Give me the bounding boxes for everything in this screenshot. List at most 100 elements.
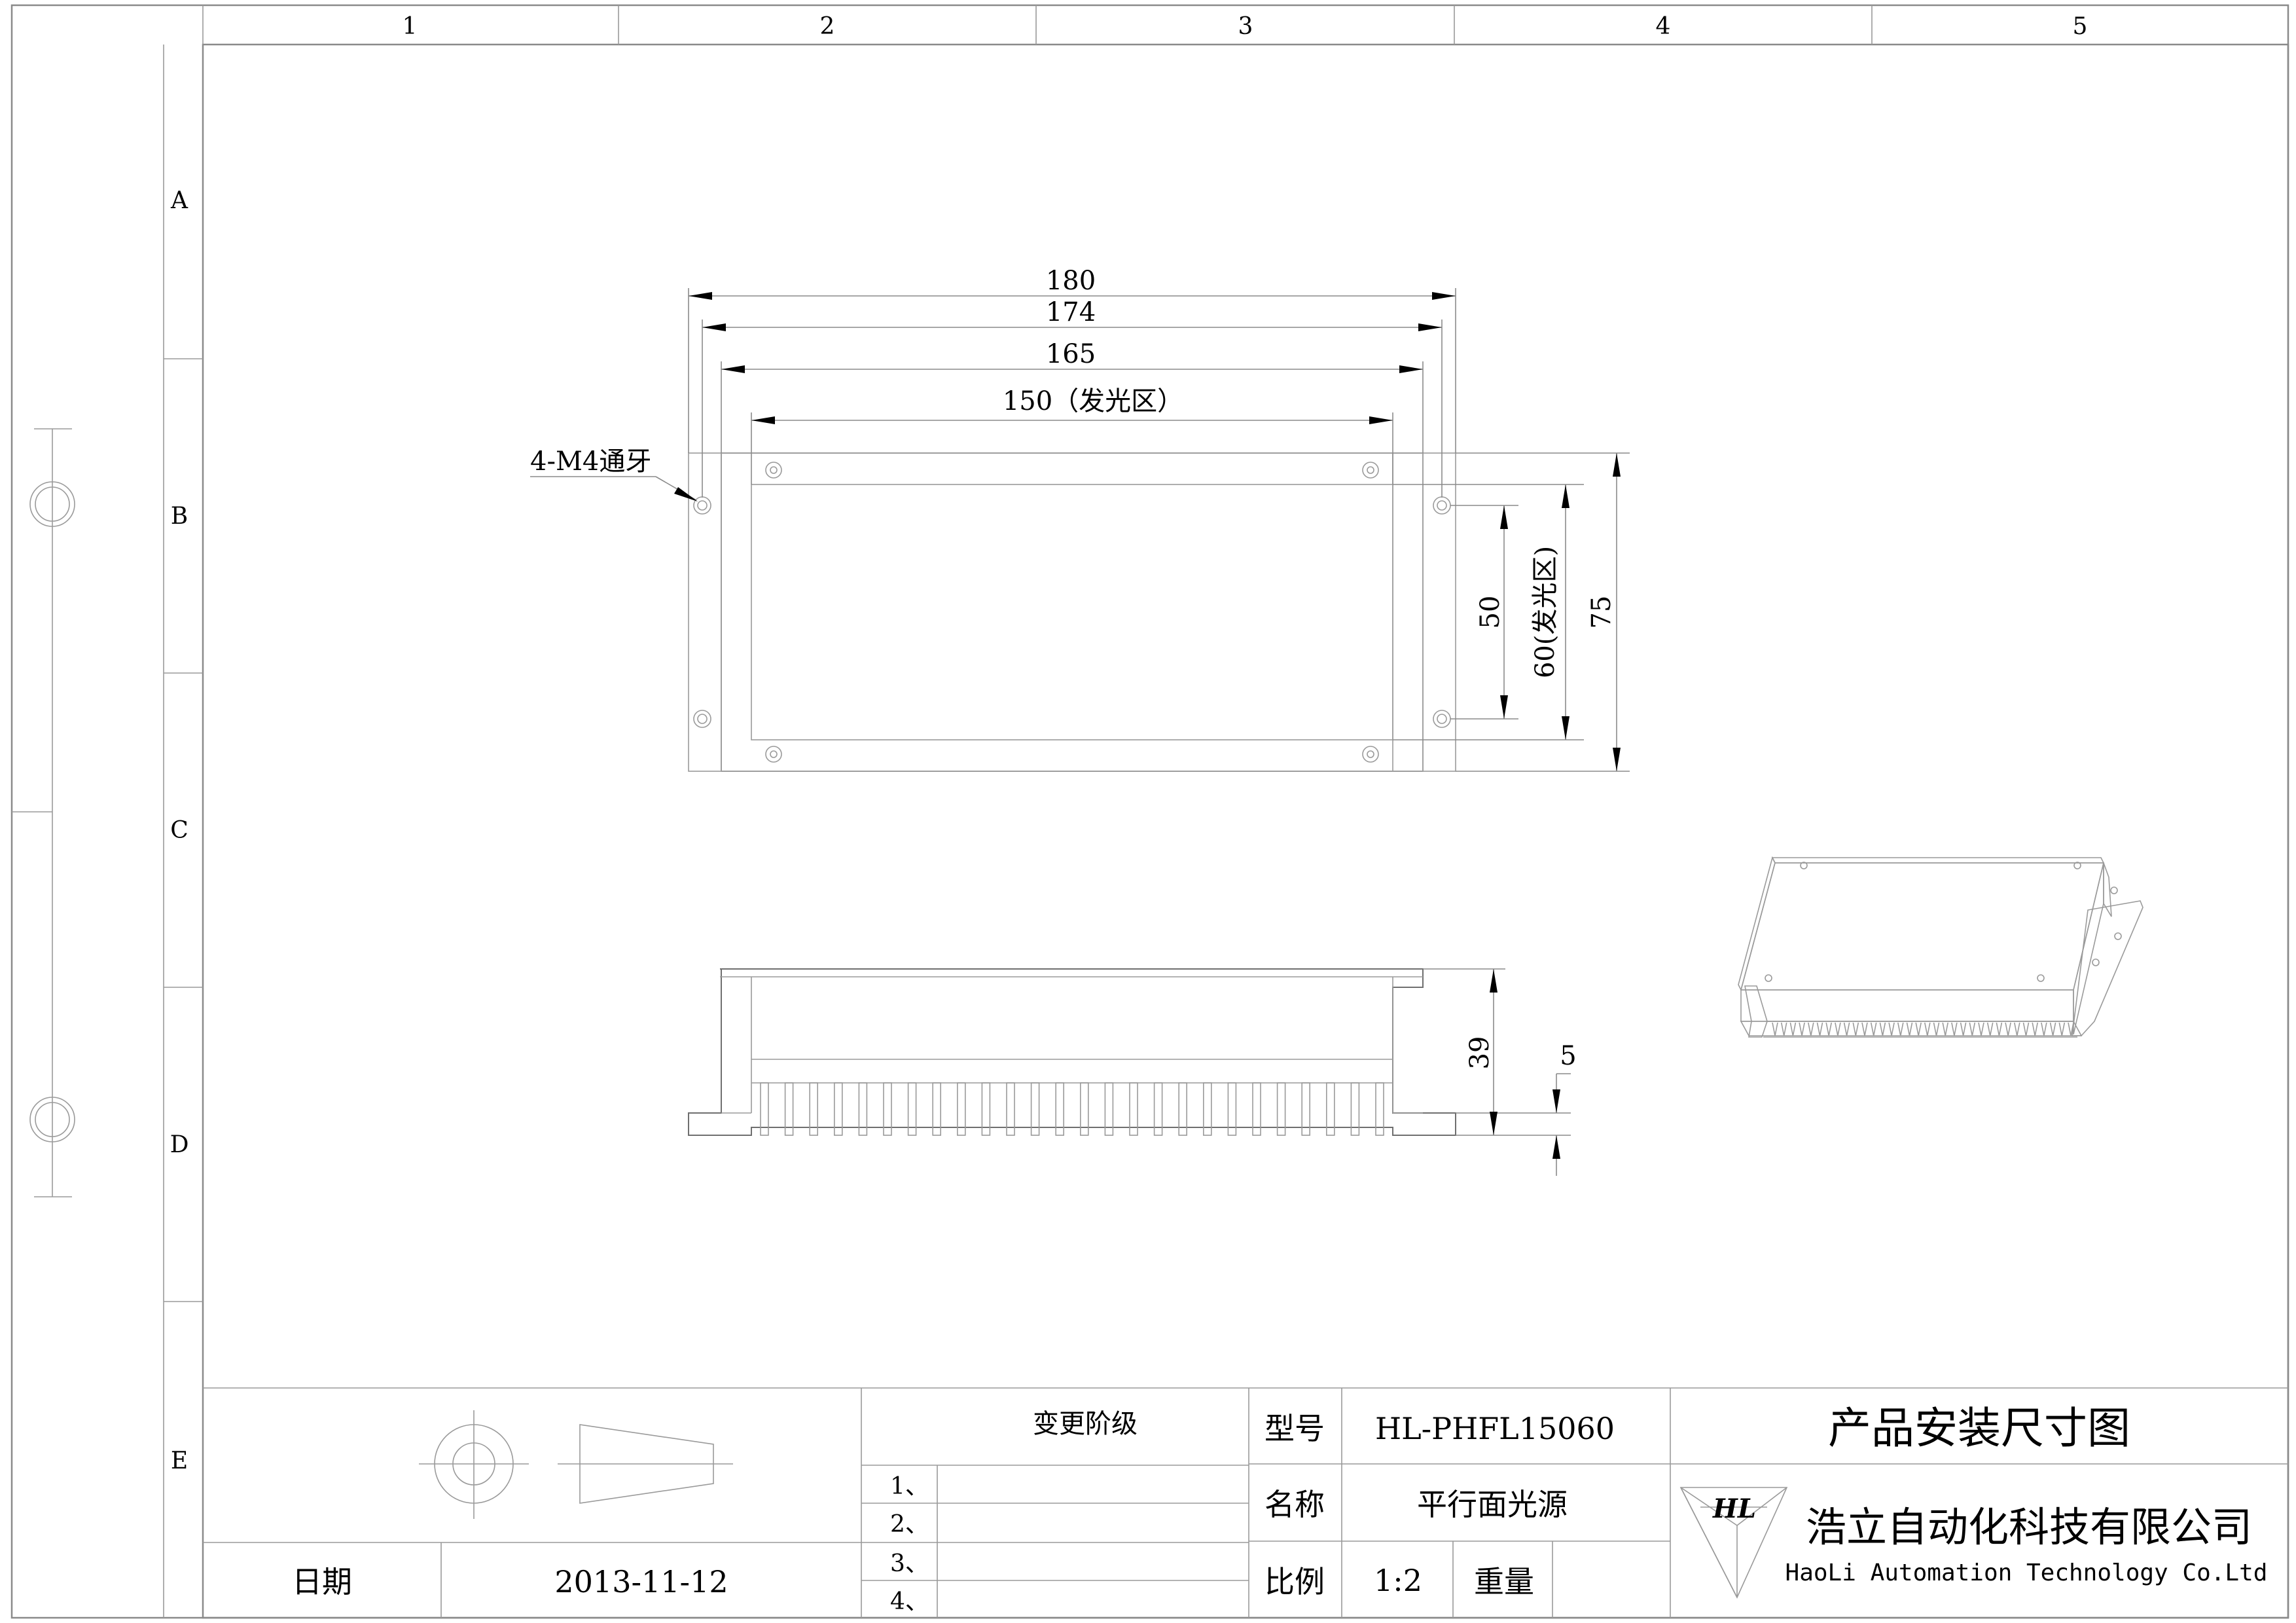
iso-heat-sink-fin — [1924, 1022, 1931, 1036]
iso-heat-sink-fin — [1843, 1022, 1850, 1036]
dimension-60: 60(发光区) — [1530, 484, 1570, 740]
iso-heat-sink-fin — [1789, 1022, 1797, 1036]
iso-heat-sink-fin — [1852, 1022, 1859, 1036]
dimension-50: 50 — [1475, 505, 1508, 719]
heat-sink-fin — [1178, 1082, 1187, 1136]
company-name-cn: 浩立自动化科技有限公司 — [1806, 1503, 2252, 1551]
date-value: 2013-11-12 — [554, 1564, 728, 1599]
heat-sink-fin — [1375, 1082, 1384, 1136]
binding-hole-top — [29, 481, 75, 527]
screw — [765, 462, 782, 479]
dimension-39-label: 39 — [1465, 1036, 1495, 1070]
heat-sink-fin — [1055, 1082, 1064, 1136]
iso-heat-sink-fin — [2068, 1022, 2074, 1036]
dimension-50-label: 50 — [1475, 596, 1505, 629]
change-row-4: 4、 — [890, 1588, 929, 1615]
heat-sink-fin — [1104, 1082, 1114, 1136]
iso-heat-sink-fin — [2022, 1022, 2030, 1036]
dimension-60-label: 60(发光区) — [1530, 546, 1560, 678]
weight-label: 重量 — [1474, 1564, 1534, 1599]
iso-heat-sink-fins — [1772, 1022, 2074, 1036]
screw — [765, 746, 782, 763]
heat-sink-fin — [1153, 1082, 1163, 1136]
scale-value: 1:2 — [1374, 1563, 1422, 1598]
dimension-174: 174 — [702, 297, 1442, 331]
heat-sink-fin — [1006, 1082, 1015, 1136]
title-block: 变更阶级 1、 2、 3、 4、 日期 2013-11-12 型号 HL-PHF… — [203, 1387, 2288, 1618]
iso-heat-sink-fin — [1808, 1022, 1814, 1036]
heat-sink-fin — [1252, 1082, 1261, 1136]
iso-heat-sink-fin — [1969, 1022, 1976, 1036]
binding-hole-bottom — [29, 1097, 75, 1142]
zone-col-4: 4 — [1656, 13, 1671, 40]
heat-sink-fin — [1203, 1082, 1212, 1136]
zone-col-1: 1 — [403, 13, 418, 40]
drawing-frame — [10, 4, 2289, 1619]
dimension-5-label: 5 — [1560, 1041, 1576, 1071]
iso-heat-sink-fin — [1799, 1022, 1805, 1036]
mounting-plate-outline — [688, 452, 1456, 772]
dimension-150: 150（发光区） — [751, 386, 1393, 424]
iso-heat-sink-fin — [1906, 1022, 1913, 1036]
heat-sink-fin — [809, 1082, 818, 1136]
iso-heat-sink-fin — [1933, 1022, 1940, 1036]
iso-heat-sink-fin — [1879, 1022, 1886, 1036]
iso-heat-sink-fin — [1772, 1022, 1778, 1036]
screw — [1362, 462, 1379, 479]
iso-heat-sink-fin — [1861, 1022, 1868, 1036]
iso-heat-sink-fin — [2032, 1022, 2038, 1036]
scale-label: 比例 — [1265, 1564, 1325, 1599]
change-row-3: 3、 — [890, 1550, 929, 1577]
change-level-label: 变更阶级 — [1033, 1409, 1138, 1439]
thread-callout: 4-M4通牙 — [530, 447, 698, 501]
heat-sink-fin — [1030, 1082, 1040, 1136]
company-name-en: HaoLi Automation Technology Co.Ltd — [1785, 1559, 2268, 1586]
m4-hole — [693, 496, 711, 515]
heat-sink-fin — [1227, 1082, 1237, 1136]
screw — [1362, 746, 1379, 763]
iso-heat-sink-fin — [2005, 1022, 2011, 1036]
iso-heat-sink-fin — [2058, 1022, 2066, 1036]
date-label: 日期 — [292, 1564, 352, 1599]
dimension-75: 75 — [1587, 453, 1621, 771]
iso-flange — [2072, 900, 2144, 1036]
housing-outline — [721, 452, 1424, 772]
side-view: 39 5 — [688, 968, 1577, 1176]
change-row-1: 1、 — [890, 1473, 929, 1500]
model-value: HL-PHFL15060 — [1375, 1411, 1615, 1446]
dimension-165: 165 — [721, 339, 1423, 373]
iso-heat-sink-fin — [1960, 1022, 1967, 1036]
heat-sink-fin — [858, 1082, 868, 1136]
iso-heat-sink-fin — [1780, 1022, 1787, 1036]
emitting-area — [751, 484, 1393, 740]
heat-sink-fins — [760, 1082, 1384, 1136]
zone-col-3: 3 — [1238, 13, 1253, 40]
name-value: 平行面光源 — [1417, 1487, 1568, 1522]
dimension-5: 5 — [1552, 1041, 1577, 1176]
iso-heat-sink-fin — [1825, 1022, 1832, 1036]
change-row-2: 2、 — [890, 1511, 929, 1538]
heat-sink-fin — [1129, 1082, 1138, 1136]
side-profile — [688, 968, 1456, 1136]
iso-heat-sink-fin — [1897, 1022, 1904, 1036]
heat-sink-fin — [957, 1082, 966, 1136]
heat-sink-fin — [784, 1082, 794, 1136]
iso-heat-sink-fin — [1915, 1022, 1922, 1036]
heat-sink-fin — [1276, 1082, 1286, 1136]
heat-sink-fin — [1326, 1082, 1335, 1136]
dimension-75-label: 75 — [1587, 596, 1617, 629]
heat-sink-fin — [1301, 1082, 1310, 1136]
isometric-view — [1738, 856, 2144, 1038]
dimension-39: 39 — [1465, 969, 1498, 1135]
company-logo: HL — [1679, 1487, 1788, 1599]
binding-holes — [29, 428, 75, 1197]
dimension-180-label: 180 — [1046, 266, 1096, 296]
m4-hole — [693, 710, 711, 728]
iso-heat-sink-fin — [2014, 1022, 2020, 1036]
zone-row-e: E — [171, 1448, 188, 1474]
iso-top-face — [1740, 862, 2105, 991]
heat-sink-fin — [907, 1082, 917, 1136]
iso-heat-sink-fin — [1870, 1022, 1877, 1036]
iso-heat-sink-fin — [2041, 1022, 2047, 1036]
iso-heat-sink-fin — [1986, 1022, 1994, 1036]
